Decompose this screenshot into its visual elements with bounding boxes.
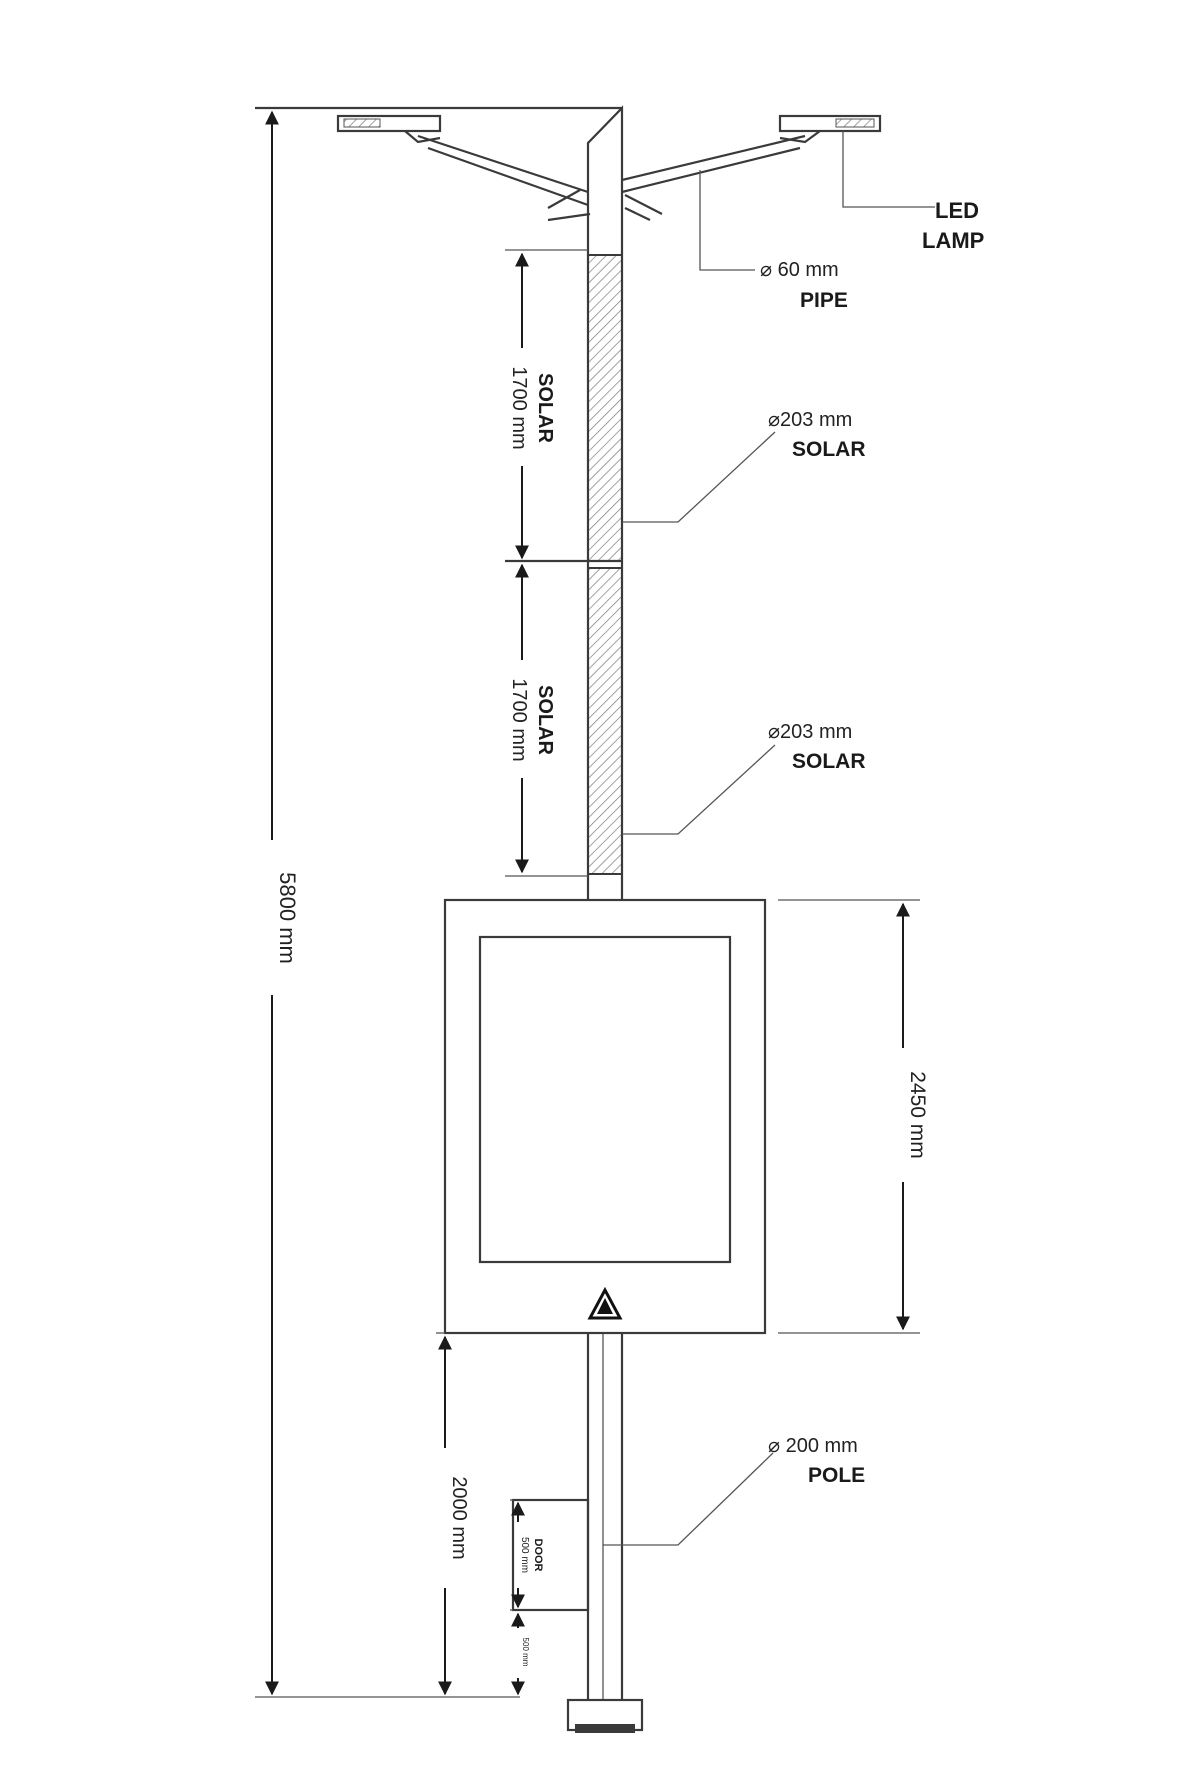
lamp-arms	[255, 105, 882, 250]
solar-bottom-length-label: 1700 mm	[508, 678, 530, 761]
led-lamp-label-1: LED	[935, 198, 979, 223]
pole	[505, 250, 644, 1733]
left-lamp-fins	[343, 118, 381, 128]
dimension-labels: 5800 mm 1700 mm SOLAR 1700 mm SOLAR 2450…	[275, 366, 929, 1666]
solar-top-diameter-label: ⌀203 mm	[768, 409, 852, 431]
base-height-label: 2000 mm	[448, 1476, 470, 1559]
solar-bottom-label: SOLAR	[792, 750, 866, 773]
pipe-diameter-label: ⌀ 60 mm	[760, 259, 839, 281]
anchor-bolts	[575, 1724, 635, 1733]
pole-label: POLE	[808, 1464, 865, 1487]
callout-labels: LED LAMP ⌀ 60 mm PIPE ⌀203 mm SOLAR ⌀203…	[760, 198, 984, 1487]
pipe-label: PIPE	[800, 289, 848, 312]
solar-top-length-label: 1700 mm	[508, 366, 530, 449]
cabinet-panel	[478, 935, 732, 1264]
total-height-label: 5800 mm	[275, 872, 300, 964]
box-height-label: 2450 mm	[906, 1071, 929, 1159]
right-led-lamp	[778, 114, 882, 133]
left-led-lamp	[336, 114, 442, 133]
door-length-label: 500 mm	[519, 1537, 530, 1573]
dimension-lines	[255, 110, 920, 1698]
right-lamp-fins	[835, 118, 875, 128]
leader-lines	[603, 131, 935, 1546]
pole-door	[511, 1498, 590, 1612]
door-word-label: DOOR	[532, 1539, 544, 1572]
solar-panel-bottom	[587, 567, 623, 875]
led-lamp-label-2: LAMP	[922, 228, 984, 253]
door-offset-label: 500 mm	[521, 1638, 530, 1667]
cabinet-frame	[443, 898, 767, 1335]
solar-panel-top	[587, 254, 623, 562]
solar-bottom-diameter-label: ⌀203 mm	[768, 721, 852, 743]
warning-triangle-icon	[587, 1286, 623, 1320]
solar-bottom-word-label: SOLAR	[534, 685, 556, 756]
pole-diameter-label: ⌀ 200 mm	[768, 1435, 858, 1457]
solar-top-word-label: SOLAR	[534, 373, 556, 444]
cabinet	[443, 898, 767, 1335]
solar-top-label: SOLAR	[792, 438, 866, 461]
